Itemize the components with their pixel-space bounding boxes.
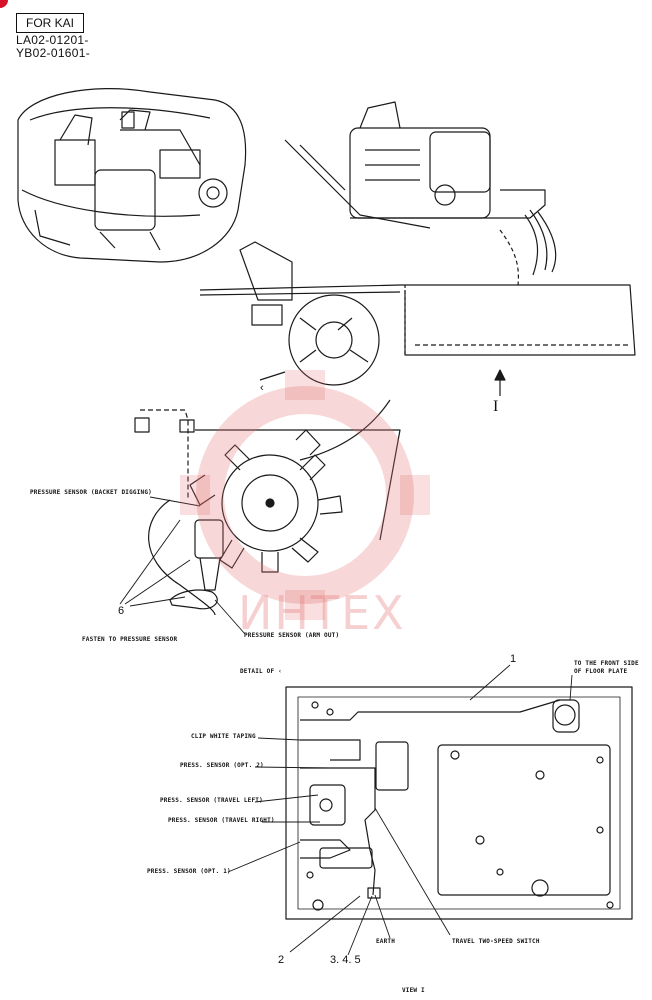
- detail-title: DETAIL OF ‹: [240, 668, 282, 675]
- view-callout-mark: I: [493, 398, 499, 415]
- label-to-front-side: TO THE FRONT SIDE OF FLOOR PLATE: [574, 660, 639, 675]
- detail-callout-mark: ‹: [260, 382, 264, 394]
- label-earth: EARTH: [376, 938, 396, 945]
- seat-assembly-illustration: [284, 101, 557, 286]
- corner-marker: [0, 0, 8, 8]
- item-number-2: 2: [278, 954, 285, 966]
- label-press-sensor-travel-right: PRESS. SENSOR (TRAVEL RIGHT): [168, 817, 275, 824]
- leader-lines: [119, 496, 573, 956]
- control-valve-detail: [134, 399, 401, 616]
- model-box-label: FOR KAI: [16, 13, 84, 33]
- label-press-sensor-opt2: PRESS. SENSOR (OPT. 2): [180, 762, 264, 769]
- machine-body-illustration: [17, 88, 247, 263]
- serial-range-2: YB02-01601-: [16, 46, 91, 60]
- watermark-gear: [196, 386, 414, 604]
- label-pressure-sensor-arm: PRESSURE SENSOR (ARM OUT): [244, 632, 340, 639]
- item-number-3-4-5: 3. 4. 5: [330, 954, 361, 966]
- label-clip-white-taping: CLIP WHITE TAPING: [191, 733, 256, 740]
- floor-plate-plan-view: [285, 686, 633, 920]
- label-pressure-sensor-bucket: PRESSURE SENSOR (BACKET DIGGING): [30, 489, 152, 496]
- label-travel-two-speed-switch: TRAVEL TWO-SPEED SWITCH: [452, 938, 540, 945]
- watermark-gear-teeth: [180, 370, 430, 620]
- item-number-1: 1: [510, 653, 517, 665]
- watermark-text: ИНТЕХ: [238, 586, 406, 640]
- label-fasten-to-sensor: FASTEN TO PRESSURE SENSOR: [82, 636, 178, 643]
- floor-plate-illustration: [199, 241, 636, 386]
- serial-range-1: LA02-01201-: [16, 33, 89, 47]
- label-press-sensor-travel-left: PRESS. SENSOR (TRAVEL LEFT): [160, 797, 263, 804]
- label-press-sensor-opt1: PRESS. SENSOR (OPT. 1): [147, 868, 231, 875]
- view-caption: VIEW I: [402, 987, 425, 994]
- item-number-6: 6: [118, 605, 125, 617]
